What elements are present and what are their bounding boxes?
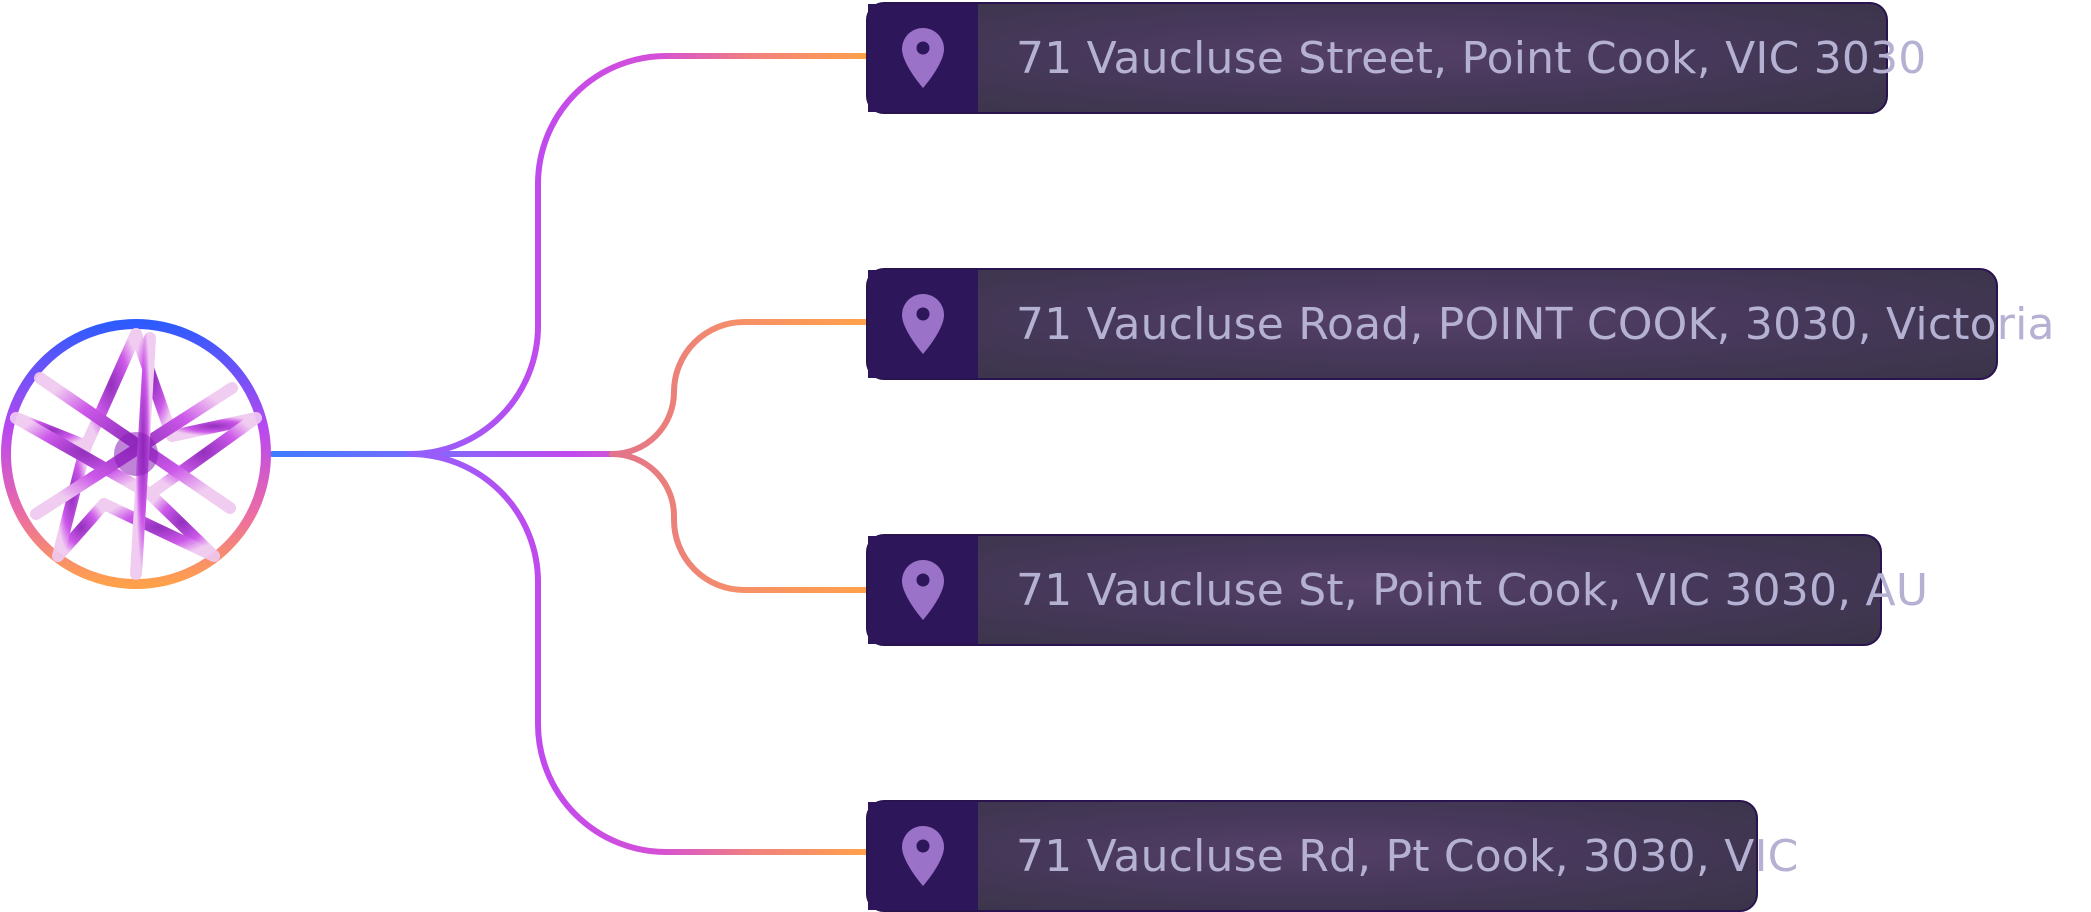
pin-box [868,4,978,112]
location-pin-icon [902,560,944,620]
address-card[interactable]: 71 Vaucluse Rd, Pt Cook, 3030, VIC [866,800,1798,912]
connector-lines [269,53,869,855]
connector-1 [407,53,869,457]
pin-box [868,270,978,378]
location-pin-icon [902,294,944,354]
connector-4 [407,451,869,855]
network-star-icon [0,318,272,590]
location-pin-icon [902,826,944,886]
address-text: 71 Vaucluse Road, POINT COOK, 3030, Vict… [1016,298,2055,350]
connector-3 [609,451,869,593]
location-pin-icon [902,28,944,88]
address-card[interactable]: 71 Vaucluse Street, Point Cook, VIC 3030 [866,2,1926,114]
pin-box [868,802,978,910]
address-text: 71 Vaucluse St, Point Cook, VIC 3030, AU [1016,564,1929,616]
address-text: 71 Vaucluse Street, Point Cook, VIC 3030 [1016,32,1927,84]
pin-box [868,536,978,644]
address-card[interactable]: 71 Vaucluse St, Point Cook, VIC 3030, AU [866,534,1928,646]
connector-2 [609,319,869,457]
address-text: 71 Vaucluse Rd, Pt Cook, 3030, VIC [1016,830,1799,882]
address-card[interactable]: 71 Vaucluse Road, POINT COOK, 3030, Vict… [866,268,2054,380]
